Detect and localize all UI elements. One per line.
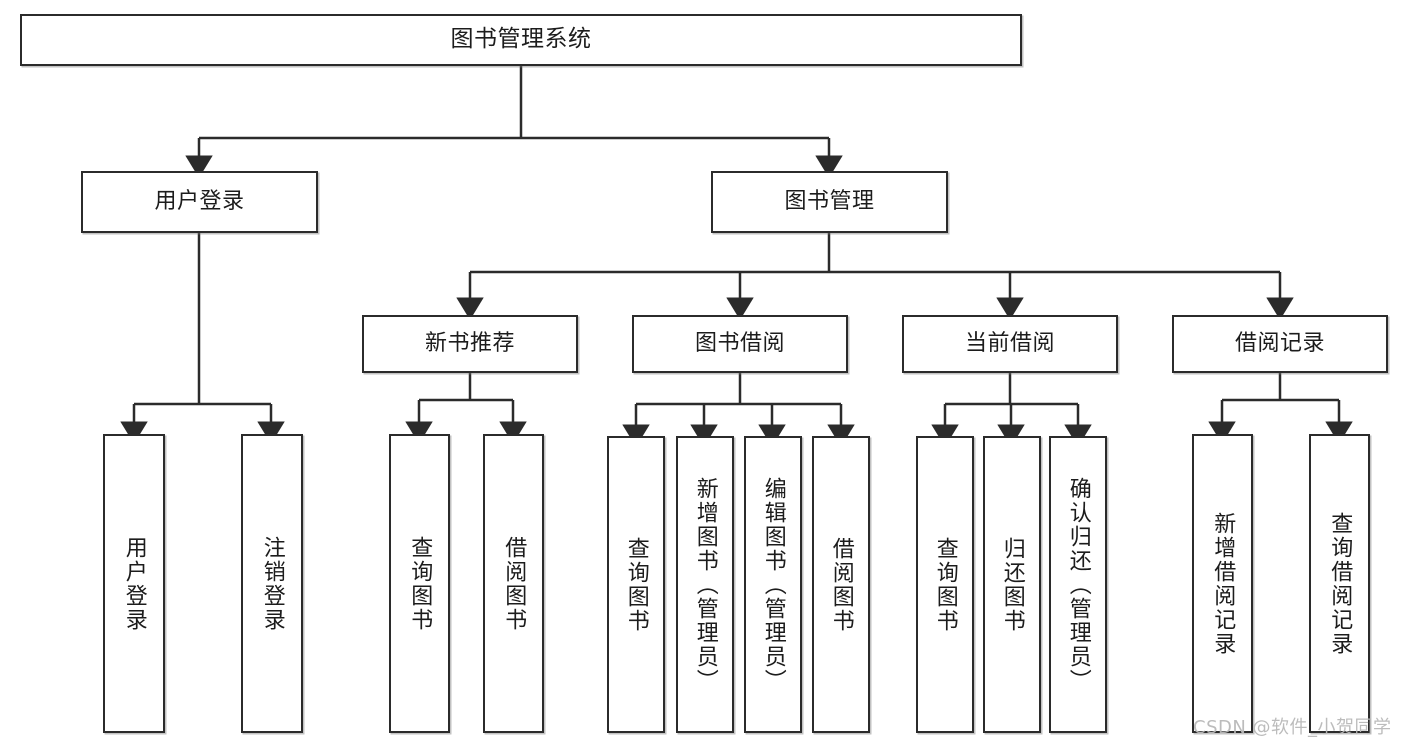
node-label: 注销登录 [259,535,285,632]
node-label: 图书借阅 [694,331,785,357]
leaf-book-borrow-1[interactable]: 查询图书 [607,436,665,733]
node-label: 查询借阅记录 [1327,511,1353,656]
leaf-current-borrow-3[interactable]: 确认归还（管理员） [1049,436,1107,733]
node-label: 用户登录 [154,189,245,215]
node-label: 新书推荐 [424,331,515,357]
node-root-system[interactable]: 图书管理系统 [20,14,1022,66]
leaf-borrow-record-1[interactable]: 新增借阅记录 [1192,434,1253,733]
leaf-book-borrow-2[interactable]: 新增图书（管理员） [676,436,734,733]
leaf-user-login-1[interactable]: 用户登录 [103,434,165,733]
node-label: 用户登录 [121,535,147,632]
node-current-borrow[interactable]: 当前借阅 [902,315,1118,373]
node-label: 编辑图书（管理员） [760,476,786,693]
node-label: 借阅记录 [1234,331,1325,357]
node-label: 查询图书 [623,536,649,633]
csdn-watermark: CSDN @软件_小贺同学 [1193,717,1392,738]
leaf-book-borrow-4[interactable]: 借阅图书 [812,436,870,733]
node-label: 新增借阅记录 [1210,511,1236,656]
leaf-new-book-2[interactable]: 借阅图书 [483,434,544,733]
node-borrow-record[interactable]: 借阅记录 [1172,315,1388,373]
leaf-current-borrow-1[interactable]: 查询图书 [916,436,974,733]
node-label: 查询图书 [407,535,433,632]
leaf-current-borrow-2[interactable]: 归还图书 [983,436,1041,733]
node-book-borrow[interactable]: 图书借阅 [632,315,848,373]
node-label: 借阅图书 [828,536,854,633]
node-label: 查询图书 [932,536,958,633]
leaf-borrow-record-2[interactable]: 查询借阅记录 [1309,434,1370,733]
node-label: 归还图书 [999,536,1025,633]
node-label: 新增图书（管理员） [692,476,718,693]
leaf-new-book-1[interactable]: 查询图书 [389,434,450,733]
leaf-user-login-2[interactable]: 注销登录 [241,434,303,733]
node-new-book-recommend[interactable]: 新书推荐 [362,315,578,373]
node-label: 当前借阅 [964,331,1055,357]
node-label: 图书管理系统 [450,26,592,53]
node-label: 图书管理 [784,189,875,215]
node-label: 借阅图书 [501,535,527,632]
node-book-management[interactable]: 图书管理 [711,171,948,233]
node-label: 确认归还（管理员） [1065,476,1091,693]
node-user-login[interactable]: 用户登录 [81,171,318,233]
leaf-book-borrow-3[interactable]: 编辑图书（管理员） [744,436,802,733]
